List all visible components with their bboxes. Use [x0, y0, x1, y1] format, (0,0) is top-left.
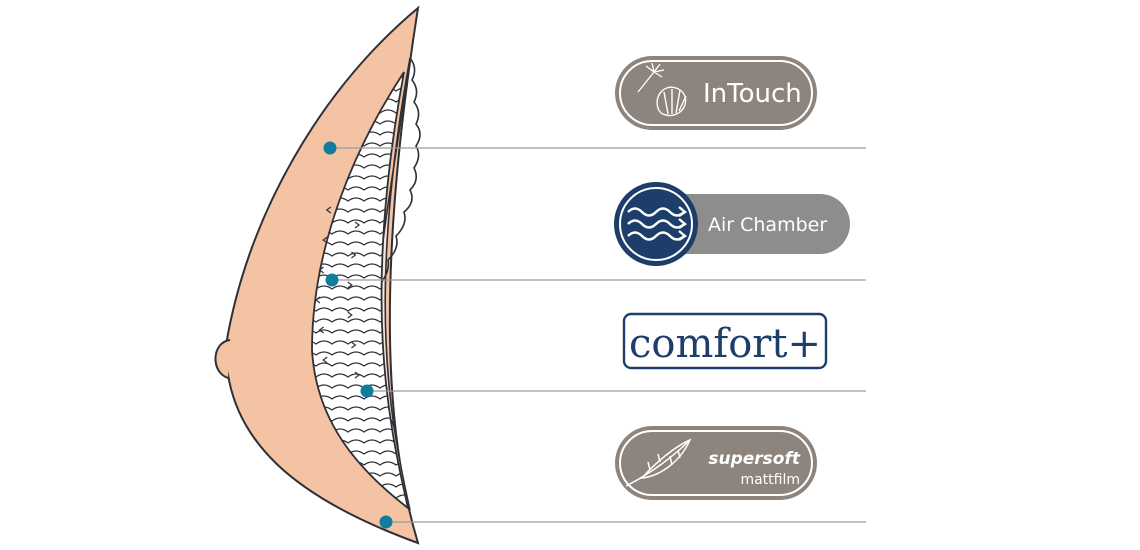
- air-flow-arrowhead: [322, 356, 328, 364]
- nipple-bump: [214, 339, 231, 379]
- marker-dot-air-chamber: [325, 273, 339, 287]
- intouch-badge-inner-ring: [619, 60, 813, 126]
- layer-marker-dots: [323, 141, 393, 529]
- air-flow-arrowhead: [351, 341, 357, 349]
- supersoft-badge-outer-ring: [615, 426, 817, 500]
- air-flow-arrowhead: [318, 326, 324, 334]
- leader-lines: [330, 147, 866, 523]
- air-chamber-label: Air Chamber: [708, 214, 827, 236]
- prosthesis-cross-section: [214, 5, 421, 545]
- supersoft-label: supersoft: [708, 449, 800, 469]
- comfort-plus-label: comfort+: [629, 321, 821, 367]
- dandelion-icon: [637, 62, 665, 93]
- air-flow-arrowhead: [318, 266, 324, 274]
- air-chamber-arrows: [315, 206, 360, 379]
- air-chamber-badge: Air Chamber: [614, 182, 850, 266]
- comfort-plus-badge-frame: [622, 312, 828, 370]
- intouch-badge: InTouch: [615, 56, 817, 130]
- comfort-plus-badge: comfort+: [622, 312, 828, 370]
- air-flow-arrowhead: [354, 371, 360, 379]
- air-flow-arrowhead: [322, 236, 328, 244]
- air-flow-arrowhead: [347, 281, 353, 289]
- supersoft-badge: supersoft mattfilm: [615, 426, 817, 500]
- air-flow-arrowhead: [354, 221, 360, 229]
- marker-dot-supersoft: [379, 515, 393, 529]
- supersoft-badge-inner-ring: [619, 430, 813, 496]
- feather-icon: [625, 438, 692, 487]
- air-flow-arrowhead: [347, 311, 353, 319]
- shell-icon: [656, 86, 687, 117]
- mattfilm-label: mattfilm: [740, 472, 800, 488]
- air-chamber-badge-circle-ring: [619, 187, 693, 261]
- wave-arrows-icon: [627, 206, 688, 241]
- intouch-label: InTouch: [703, 79, 802, 109]
- air-flow-arrowhead: [351, 251, 357, 259]
- air-flow-arrowhead: [325, 206, 332, 214]
- air-flow-arrowhead: [315, 296, 321, 304]
- intouch-badge-outer-ring: [615, 56, 817, 130]
- marker-dot-comfort-plus: [360, 384, 374, 398]
- marker-dot-intouch: [323, 141, 337, 155]
- air-chamber-cavity: [311, 71, 410, 511]
